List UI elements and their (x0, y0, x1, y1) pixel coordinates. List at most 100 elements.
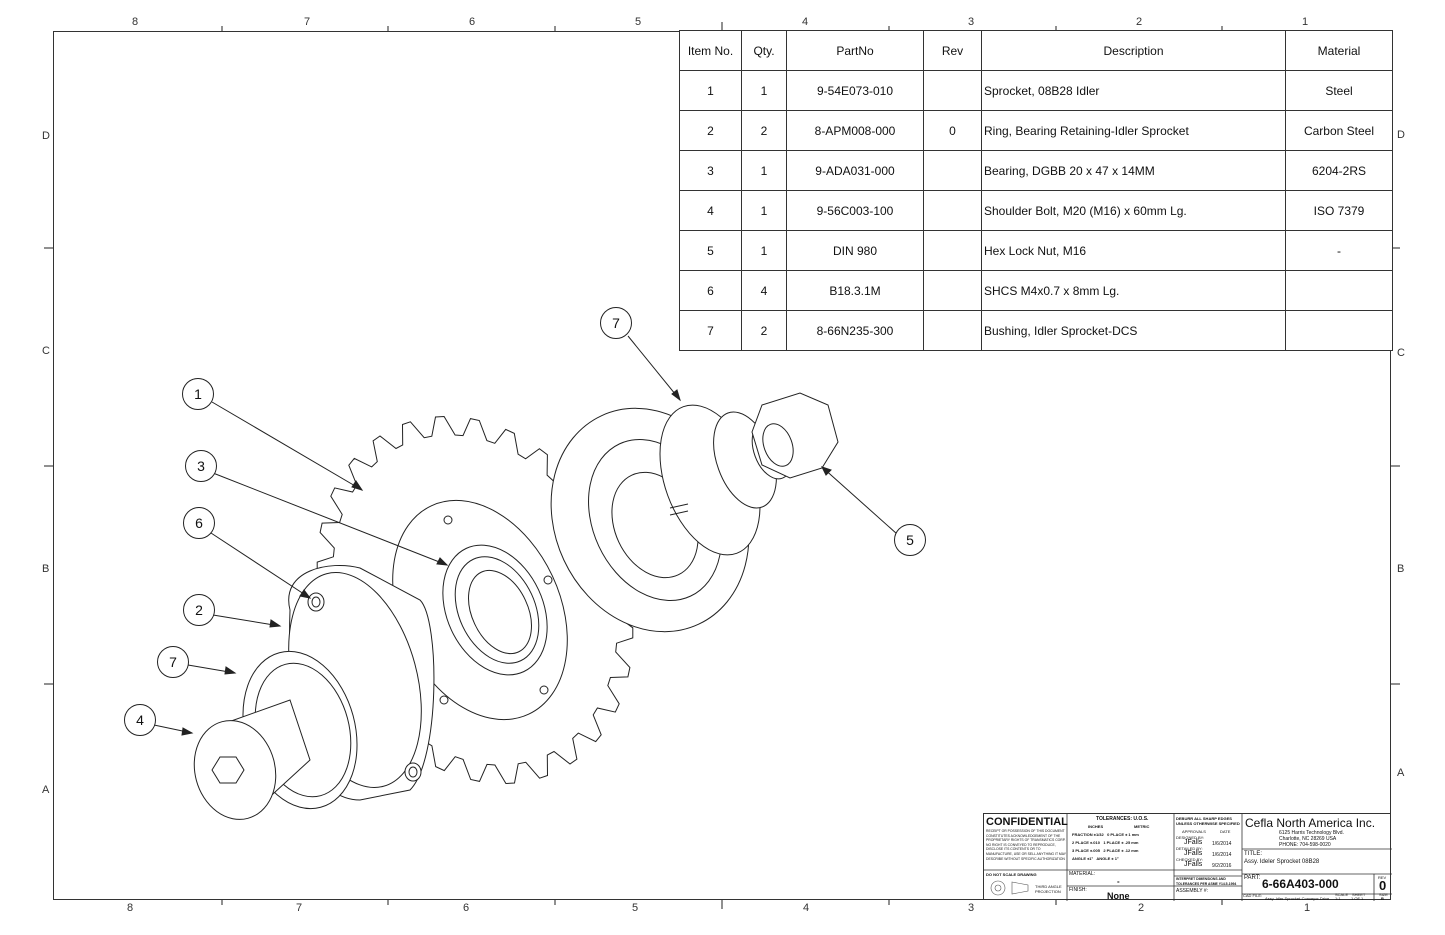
tolerances-title: TOLERANCES: U.O.S. (1096, 816, 1149, 822)
zone-row-label: D (1397, 129, 1405, 141)
approvals-label: APPROVALS (1182, 829, 1206, 834)
bom-rev (923, 270, 982, 311)
tolerance-row: ANGLE ±1° ANGLE ± 1° (1072, 856, 1119, 861)
bom-material (1285, 310, 1393, 351)
designed-by-label: DESIGNED BY: (1176, 835, 1205, 840)
finish-value: None (1107, 891, 1130, 901)
company-address-1: 6125 Harris Technology Blvd. (1279, 830, 1344, 836)
projection-label: THIRD ANGLE PROJECTION (1035, 884, 1062, 894)
hex-nut (751, 392, 839, 479)
company-address-2: Charlotte, NC 28269 USA (1279, 836, 1337, 842)
bom-item: 5 (679, 230, 742, 271)
title-block-grid (984, 814, 1392, 901)
balloon-item-1: 1 (182, 378, 214, 410)
sheet-value: 1 OF 1 (1351, 896, 1364, 901)
bom-material: Carbon Steel (1285, 110, 1393, 151)
bom-rev (923, 70, 982, 111)
scale-value: 1:1 (1335, 896, 1341, 901)
tolerance-row: FRACTION ±1/32 0 PLACE ± 1 mm (1072, 832, 1139, 837)
date-label: DATE (1220, 829, 1231, 834)
cad-file-name: Assy. Idler Sprocket-Conveyor Drive (1265, 896, 1330, 901)
bom-qty: 1 (741, 70, 787, 111)
size-value: B (1381, 896, 1384, 901)
zone-col-label: 1 (1304, 902, 1311, 914)
bom-material: 6204-2RS (1285, 150, 1393, 191)
bom-item: 1 (679, 70, 742, 111)
bom-qty: 1 (741, 230, 787, 271)
bom-rev: 0 (923, 110, 982, 151)
assembly-label: ASSEMBLY #: (1176, 888, 1209, 894)
bom-desc: Ring, Bearing Retaining-Idler Sprocket (981, 110, 1286, 151)
bom-part: 8-66N235-300 (786, 310, 924, 351)
balloon-item-6: 6 (183, 507, 215, 539)
bom-material: Steel (1285, 70, 1393, 111)
bom-header-row: Item No. Qty. PartNo Rev Description Mat… (679, 30, 1393, 71)
zone-row-label: B (42, 563, 50, 575)
bom-material: ISO 7379 (1285, 190, 1393, 231)
zone-col-label: 2 (1136, 16, 1143, 28)
tolerances-metric: METRIC (1134, 824, 1150, 829)
zone-col-label: 5 (632, 902, 639, 914)
bom-desc: Bushing, Idler Sprocket-DCS (981, 310, 1286, 351)
zone-col-label: 4 (802, 16, 809, 28)
bom-part: 9-ADA031-000 (786, 150, 924, 191)
bom-material: - (1285, 230, 1393, 271)
bom-desc: SHCS M4x0.7 x 8mm Lg. (981, 270, 1286, 311)
bom-header-material: Material (1285, 30, 1393, 71)
zone-col-label: 6 (469, 16, 476, 28)
zone-col-label: 5 (635, 16, 642, 28)
bom-part: 9-56C003-100 (786, 190, 924, 231)
balloon-item-5: 5 (894, 524, 926, 556)
part-label: PART: (1244, 875, 1261, 881)
bom-rev (923, 190, 982, 231)
bom-desc: Bearing, DGBB 20 x 47 x 14MM (981, 150, 1286, 191)
bom-rev (923, 310, 982, 351)
bom-item: 4 (679, 190, 742, 231)
designed-date: 1/6/2014 (1212, 841, 1232, 847)
deburr-note: DEBURR ALL SHARP EDGES UNLESS OTHERWISE … (1176, 816, 1240, 826)
zone-row-label: D (42, 130, 50, 142)
tolerance-row: 3 PLACE ±.005 2 PLACE ± .12 mm (1072, 848, 1139, 853)
bill-of-materials: Item No. Qty. PartNo Rev Description Mat… (679, 30, 1393, 351)
interpret-note: INTERPRET DIMENSIONS AND TOLERANCES PER … (1176, 877, 1237, 886)
zone-col-label: 3 (968, 16, 975, 28)
scale-label: SCALE (1335, 892, 1349, 897)
bom-desc: Sprocket, 08B28 Idler (981, 70, 1286, 111)
checker-name: JFalls (1184, 861, 1203, 868)
bom-part: DIN 980 (786, 230, 924, 271)
bom-qty: 2 (741, 310, 787, 351)
zone-col-label: 2 (1138, 902, 1145, 914)
bom-header-rev: Rev (923, 30, 982, 71)
bom-rev (923, 230, 982, 271)
balloon-item-7: 7 (600, 307, 632, 339)
bom-part: B18.3.1M (786, 270, 924, 311)
detailed-date: 1/6/2014 (1212, 852, 1232, 858)
cad-file-label: CAD FILE: (1243, 893, 1263, 898)
balloon-item-3: 3 (185, 450, 217, 482)
rev-label: REV (1378, 875, 1387, 880)
bom-item: 7 (679, 310, 742, 351)
zone-col-label: 7 (296, 902, 303, 914)
bom-header-qty: Qty. (741, 30, 787, 71)
zone-col-label: 4 (803, 902, 810, 914)
zone-col-label: 1 (1302, 16, 1309, 28)
title-label: TITLE: (1244, 851, 1263, 857)
checked-date: 9/2/2016 (1212, 863, 1232, 869)
bom-item: 2 (679, 110, 742, 151)
detailer-name: JFalls (1184, 850, 1203, 857)
bom-qty: 4 (741, 270, 787, 311)
confidential-label: CONFIDENTIAL (986, 816, 1068, 828)
tolerance-row: 2 PLACE ±.010 1 PLACE ± .25 mm (1072, 840, 1139, 845)
bom-material (1285, 270, 1393, 311)
bom-header-item: Item No. (679, 30, 742, 71)
bom-rev (923, 150, 982, 191)
zone-row-label: A (1397, 767, 1405, 779)
